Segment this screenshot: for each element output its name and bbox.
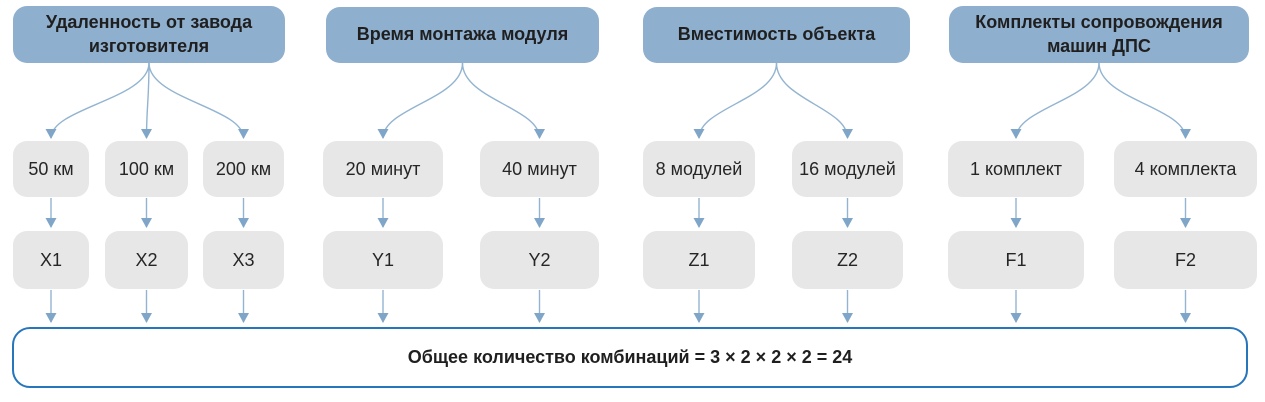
- value-box: 40 минут: [480, 141, 599, 197]
- arrow: [775, 62, 853, 139]
- code-box: X3: [203, 231, 284, 289]
- arrow: [377, 62, 464, 139]
- code-box: F1: [948, 231, 1084, 289]
- total-combinations-box: Общее количество комбинаций = 3 × 2 × 2 …: [12, 327, 1248, 388]
- arrow: [1010, 62, 1100, 139]
- value-box: 1 комплект: [948, 141, 1084, 197]
- group-header-install-time: Время монтажа модуля: [326, 7, 599, 63]
- value-box: 4 комплекта: [1114, 141, 1257, 197]
- code-box: Y2: [480, 231, 599, 289]
- code-box: X2: [105, 231, 188, 289]
- value-box: 16 модулей: [792, 141, 903, 197]
- arrow: [141, 62, 153, 139]
- group-header-capacity: Вместимость объекта: [643, 7, 910, 63]
- code-box: Z2: [792, 231, 903, 289]
- value-box: 50 км: [13, 141, 89, 197]
- value-box: 100 км: [105, 141, 188, 197]
- code-box: F2: [1114, 231, 1257, 289]
- arrow: [1098, 62, 1191, 139]
- code-box: Z1: [643, 231, 755, 289]
- code-box: X1: [13, 231, 89, 289]
- arrow: [693, 62, 778, 139]
- arrow: [148, 62, 249, 139]
- group-header-escort-kits: Комплекты сопровождения машин ДПС: [949, 6, 1249, 63]
- group-header-distance: Удаленность от завода изготовителя: [13, 6, 285, 63]
- arrow: [45, 62, 150, 139]
- arrow: [461, 62, 545, 139]
- value-box: 8 модулей: [643, 141, 755, 197]
- value-box: 200 км: [203, 141, 284, 197]
- value-box: 20 минут: [323, 141, 443, 197]
- code-box: Y1: [323, 231, 443, 289]
